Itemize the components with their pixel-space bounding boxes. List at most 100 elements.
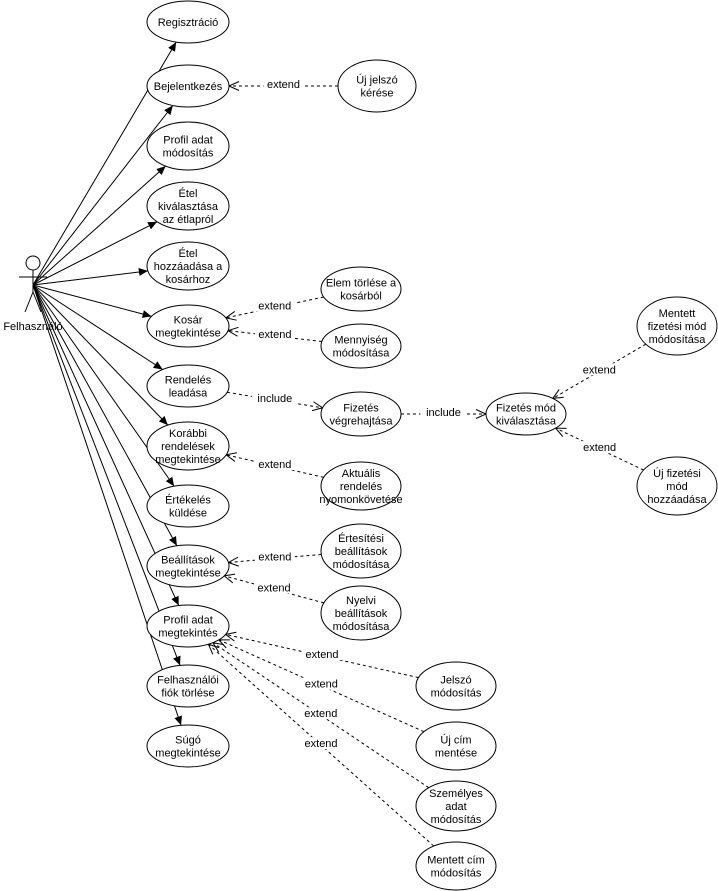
use-case-ellipse (320, 585, 402, 641)
use-case-ellipse (146, 604, 230, 648)
relationship-notif-settings: extend (227, 550, 322, 567)
use-case-label: hozzáadása (647, 494, 707, 506)
relationship-label-bg (301, 677, 342, 690)
actor-head (25, 255, 41, 271)
open-arrowhead (554, 427, 567, 437)
association-order (32, 284, 163, 370)
use-case-ellipse (320, 523, 402, 579)
use-case-ellipse (146, 304, 230, 348)
use-case-label: Mentett cím (427, 855, 484, 867)
use-case-label: módosítása (333, 621, 391, 633)
actor-figure: Felhasználó (3, 255, 63, 333)
use-case-label: mentése (435, 748, 477, 760)
relationship-label-bg (254, 550, 295, 563)
use-case-label: küldése (169, 508, 207, 520)
use-case-label: kosárhoz (166, 274, 211, 286)
use-case-label: Korábbi (169, 428, 207, 440)
use-case-label: fiók törlése (161, 688, 214, 700)
use-case-ellipse (320, 266, 402, 312)
relationship-label-bg (302, 648, 343, 661)
relationship-label: extend (306, 649, 339, 661)
dependency-line (218, 639, 425, 733)
use-case-label: Étel (179, 247, 198, 260)
relationship-label-bg (301, 737, 342, 750)
use-case-ellipse (320, 323, 402, 369)
use-case-label: módosítás (431, 814, 482, 826)
use-case-label: kiválasztása (158, 201, 219, 213)
use-case-label: Bejelentkezés (154, 81, 223, 93)
actor-label: Felhasználó (3, 321, 62, 333)
use-case-label: módosítás (163, 148, 214, 160)
use-case-label: megtekintése (155, 748, 220, 760)
use-case-ellipse (146, 181, 230, 231)
use-case-reg: Regisztráció (146, 0, 230, 44)
use-case-ellipse (146, 64, 230, 108)
use-case-label: Új cím (440, 734, 471, 747)
relationship-order-pay: include (227, 391, 324, 412)
use-case-login: Bejelentkezés (146, 64, 230, 108)
use-case-label: megtekintése (155, 328, 220, 340)
use-case-label: Személyes (429, 788, 483, 800)
relationship-newpw-login: extend (227, 78, 338, 91)
actor-left-leg (24, 291, 34, 313)
association-profmod (32, 165, 166, 286)
use-case-label: fizetési mód (648, 321, 707, 333)
use-case-ellipse (320, 391, 402, 437)
relationship-label-bg (579, 363, 620, 376)
relationship-pay-paysel: include (401, 406, 488, 419)
relationship-qty-cart: extend (226, 326, 322, 342)
relationship-label-bg (263, 78, 304, 90)
relationship-label-bg (420, 406, 467, 418)
relationship-label-bg (254, 581, 295, 594)
use-case-label: módosítása (333, 348, 391, 360)
use-case-label: módosítása (649, 334, 707, 346)
relationship-track-prevorders: extend (224, 452, 324, 478)
use-case-label: kérése (360, 88, 393, 100)
use-case-label: kosárból (340, 291, 382, 303)
dependency-line (227, 330, 322, 342)
use-case-label: végrehajtása (330, 416, 394, 428)
association-login (32, 105, 174, 286)
relationship-label-bg (254, 328, 295, 341)
use-case-ellipse (146, 241, 230, 291)
association-profview (32, 284, 180, 606)
relationship-label: extend (258, 329, 291, 341)
use-case-label: leadása (169, 388, 208, 400)
use-case-label: Mennyiség (334, 335, 387, 347)
relationship-pwmod-profview: extend (224, 631, 419, 679)
use-case-label: beállítások (335, 608, 388, 620)
relationship-savedpay-paysel: extend (551, 343, 647, 400)
use-case-label: Új fizetési (653, 467, 701, 480)
use-case-label: Jelszó (440, 675, 471, 687)
association-prevorders (32, 284, 169, 426)
use-case-label: nyomonkövetése (319, 494, 402, 506)
use-case-ellipse (415, 661, 497, 711)
use-case-label: az étlapról (163, 214, 214, 226)
relationship-label: extend (258, 300, 291, 312)
relationship-label: extend (258, 459, 291, 471)
relationship-label: extend (258, 582, 291, 594)
use-case-label: rendelés (340, 481, 383, 493)
dependency-line (224, 575, 325, 604)
use-case-label: Értékelés (165, 494, 211, 507)
relationship-label: extend (267, 79, 300, 91)
dependency-line (212, 642, 430, 789)
use-case-ellipse (146, 724, 230, 768)
actor-right-leg (32, 291, 42, 313)
use-case-label: kiválasztása (496, 416, 557, 428)
use-case-ellipse (146, 421, 230, 471)
use-case-label: beállítások (335, 546, 388, 558)
